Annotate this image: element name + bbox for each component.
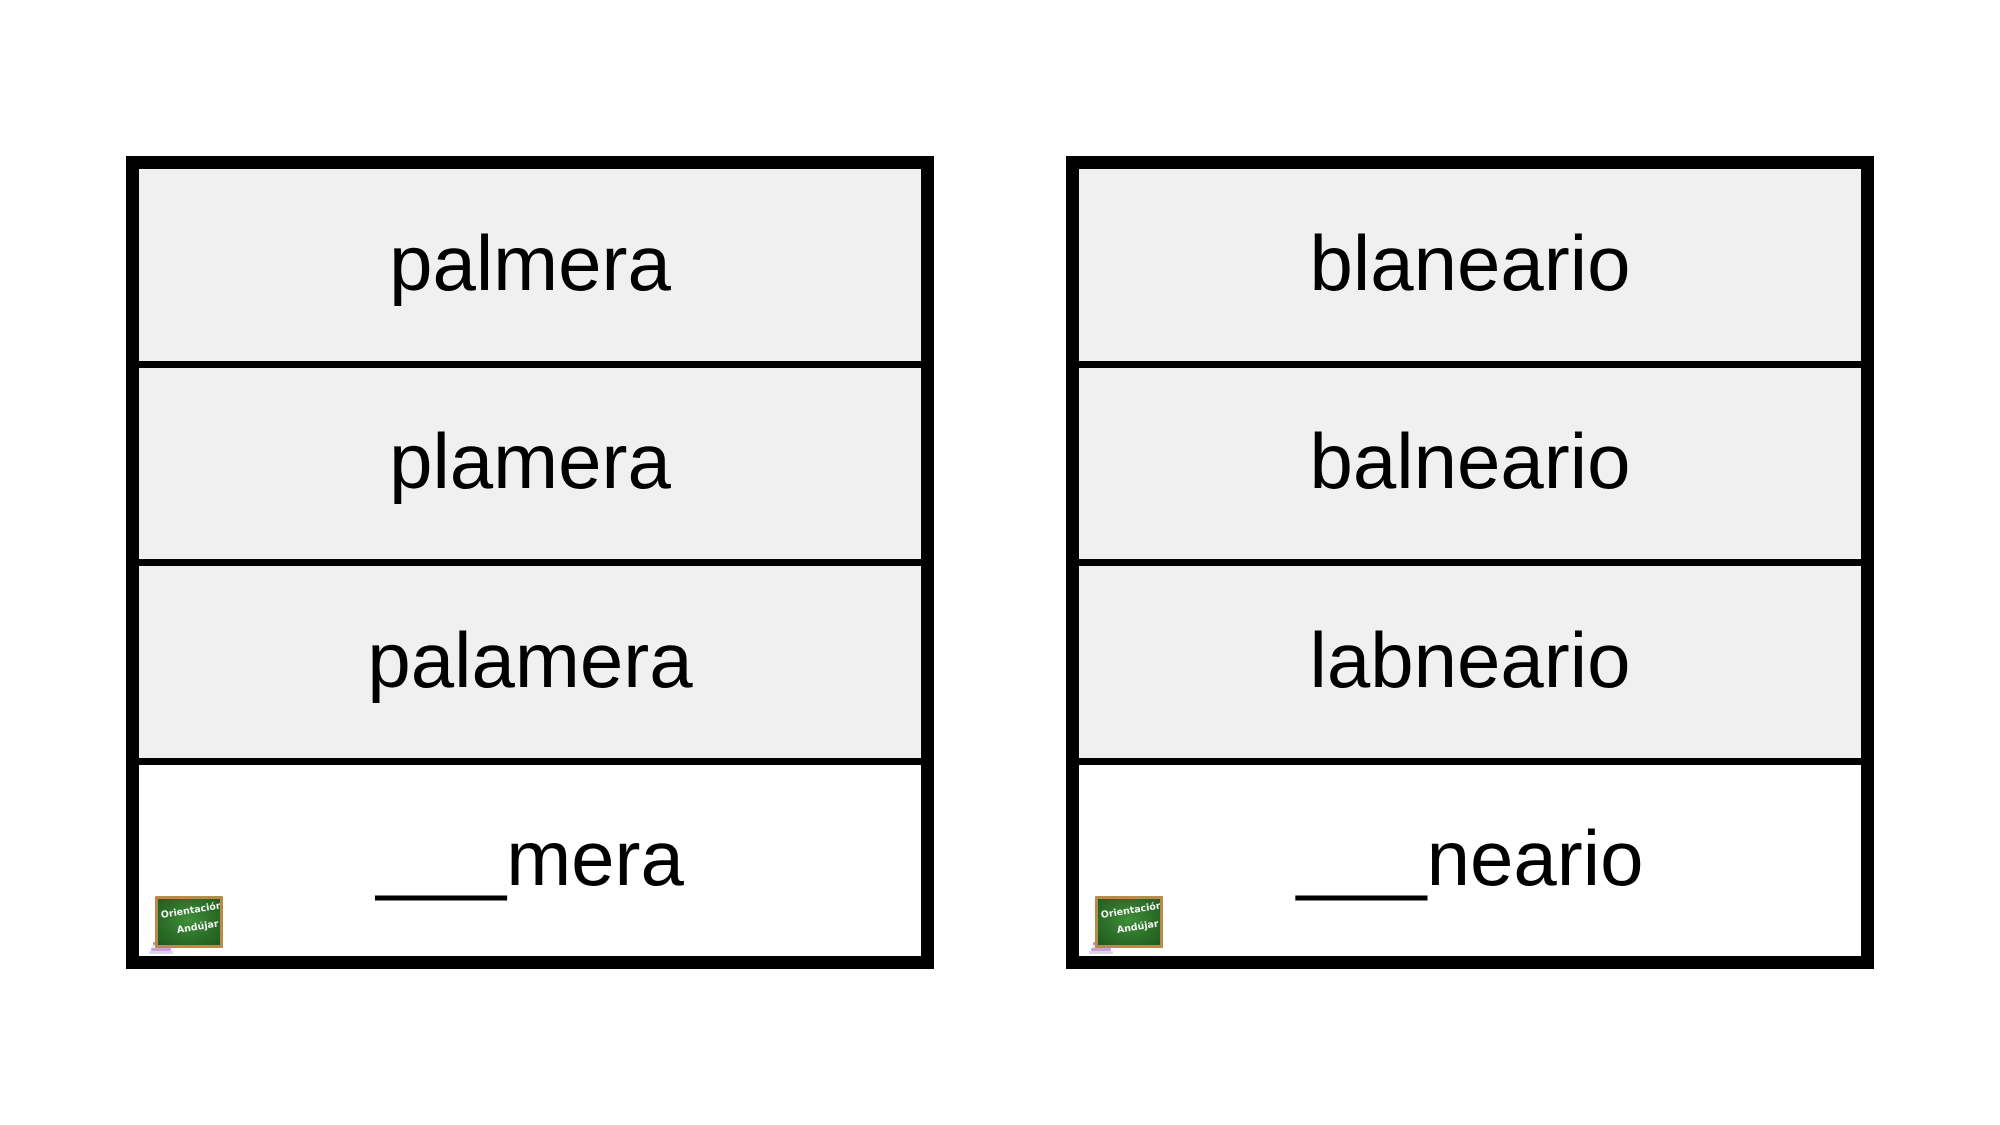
chalkboard-icon: Orientación Andújar xyxy=(1095,896,1163,948)
answer-prompt: ___mera xyxy=(376,814,684,903)
option-row[interactable]: balneario xyxy=(1079,367,1861,559)
option-row[interactable]: labneario xyxy=(1079,566,1861,758)
answer-row[interactable]: ___neario Orientación Andújar xyxy=(1079,764,1861,956)
orientacion-andujar-logo: Orientación Andújar xyxy=(147,896,227,954)
option-word: balneario xyxy=(1309,417,1631,506)
option-row[interactable]: palamera xyxy=(139,566,921,758)
option-word: plamera xyxy=(389,417,671,506)
option-word: blaneario xyxy=(1309,218,1631,307)
orientacion-andujar-logo: Orientación Andújar xyxy=(1087,896,1167,954)
logo-text-line2: Andújar xyxy=(1116,918,1160,936)
word-card-palmera: palmera plamera palamera ___mera Orienta… xyxy=(126,156,934,969)
option-word: palmera xyxy=(389,218,671,307)
option-row[interactable]: plamera xyxy=(139,367,921,559)
chalkboard-icon: Orientación Andújar xyxy=(155,896,223,948)
answer-prompt: ___neario xyxy=(1296,814,1644,903)
option-row[interactable]: palmera xyxy=(139,169,921,361)
word-card-balneario: blaneario balneario labneario ___neario … xyxy=(1066,156,1874,969)
option-word: palamera xyxy=(367,615,693,704)
option-word: labneario xyxy=(1309,615,1631,704)
option-row[interactable]: blaneario xyxy=(1079,169,1861,361)
logo-text-line1: Orientación xyxy=(160,900,223,921)
logo-text-line2: Andújar xyxy=(176,918,220,936)
answer-row[interactable]: ___mera Orientación Andújar xyxy=(139,764,921,956)
logo-text-line1: Orientación xyxy=(1100,900,1163,921)
